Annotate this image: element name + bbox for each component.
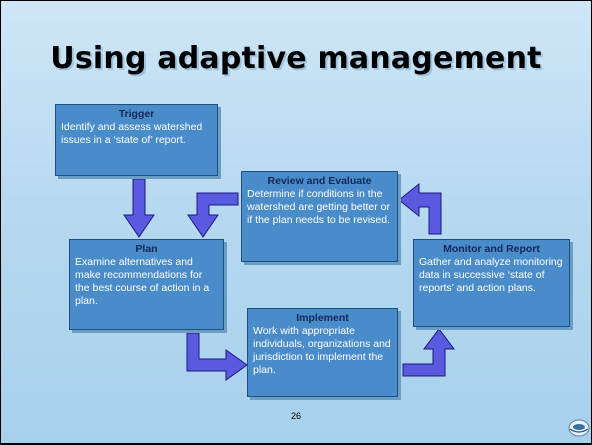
box-plan-text: Examine alternatives and make recommenda… bbox=[75, 256, 210, 307]
box-review: Review and Evaluate Determine if conditi… bbox=[241, 171, 398, 262]
box-review-heading: Review and Evaluate bbox=[267, 175, 372, 187]
box-trigger-heading: Trigger bbox=[118, 108, 155, 120]
box-monitor: Monitor and Report Gather and analyze mo… bbox=[413, 239, 570, 327]
box-plan: Plan Examine alternatives and make recom… bbox=[69, 239, 224, 330]
arrow-plan-to-implement bbox=[186, 332, 248, 381]
box-implement-text: Work with appropriate individuals, organ… bbox=[253, 325, 391, 376]
box-monitor-heading: Monitor and Report bbox=[443, 243, 540, 255]
box-trigger: Trigger Identify and assess watershed is… bbox=[55, 104, 218, 176]
box-plan-heading: Plan bbox=[135, 243, 158, 255]
slide-title: Using adaptive management bbox=[50, 41, 542, 76]
globe-logo-icon bbox=[568, 419, 590, 437]
box-implement-heading: Implement bbox=[296, 312, 349, 324]
box-implement: Implement Work with appropriate individu… bbox=[247, 308, 398, 397]
page-number: 26 bbox=[290, 411, 301, 421]
arrow-trigger-to-plan bbox=[123, 178, 155, 238]
arrow-implement-to-monitor bbox=[402, 328, 455, 377]
box-review-text: Determine if conditions in the watershed… bbox=[247, 188, 391, 226]
arrow-review-to-plan bbox=[187, 192, 239, 238]
box-trigger-text: Identify and assess watershed issues in … bbox=[61, 121, 203, 146]
arrow-monitor-to-review bbox=[398, 182, 442, 235]
box-monitor-text: Gather and analyze monitoring data in su… bbox=[419, 256, 563, 294]
